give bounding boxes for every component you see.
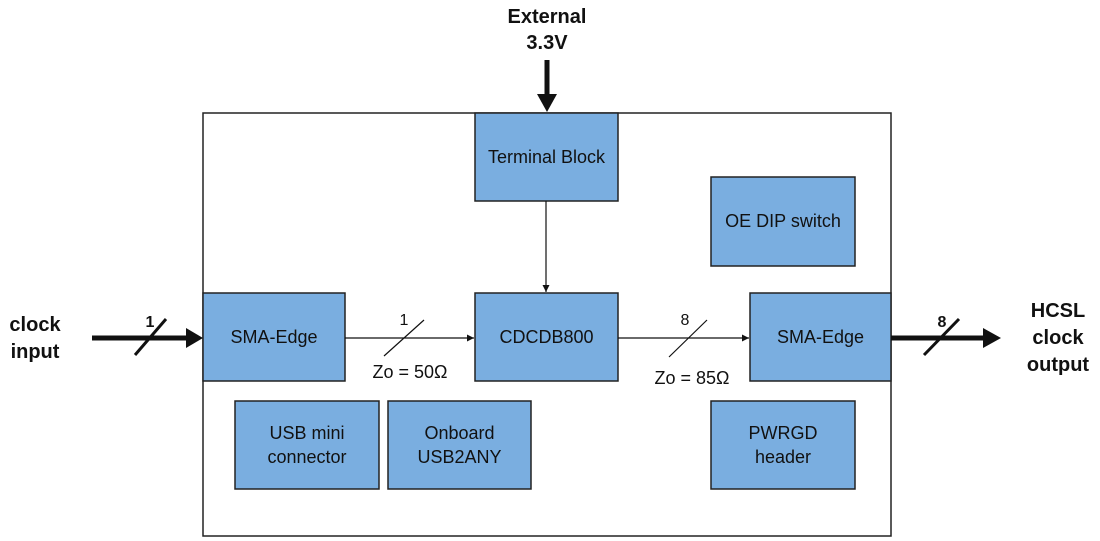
oe-dip-switch-block: OE DIP switch bbox=[710, 176, 856, 267]
power-input-arrow bbox=[537, 60, 557, 112]
onboard-usb2any-block: Onboard USB2ANY bbox=[387, 400, 532, 490]
clock-input-bus-width: 1 bbox=[146, 314, 155, 331]
hcsl-output-label-3: output bbox=[1027, 354, 1090, 376]
input-link-impedance: Zo = 50Ω bbox=[373, 362, 448, 382]
pwrgd-label-2: header bbox=[755, 447, 811, 467]
output-link-arrow bbox=[618, 319, 749, 358]
usb-mini-label-2: connector bbox=[267, 447, 346, 467]
clock-output-bus-width: 8 bbox=[938, 314, 947, 331]
external-power-label: External bbox=[508, 6, 587, 28]
sma-edge-output-block: SMA-Edge bbox=[749, 292, 892, 382]
oe-dip-switch-label: OE DIP switch bbox=[725, 211, 841, 231]
cdcdb800-label: CDCDB800 bbox=[499, 327, 593, 347]
sma-edge-output-label: SMA-Edge bbox=[777, 327, 864, 347]
usb2any-label-1: Onboard bbox=[424, 423, 494, 443]
usb-mini-connector-block: USB mini connector bbox=[234, 400, 380, 490]
sma-edge-input-label: SMA-Edge bbox=[230, 327, 317, 347]
terminal-block: Terminal Block bbox=[474, 112, 619, 202]
external-power-voltage: 3.3V bbox=[526, 32, 568, 54]
input-link-arrow bbox=[345, 319, 474, 357]
clock-output-arrow bbox=[891, 317, 1001, 357]
hcsl-output-label: HCSL bbox=[1031, 300, 1085, 322]
pwrgd-header-block: PWRGD header bbox=[710, 400, 856, 490]
cdcdb800-block: CDCDB800 bbox=[474, 292, 619, 382]
input-link-bus-width: 1 bbox=[400, 312, 409, 329]
pwrgd-label-1: PWRGD bbox=[749, 423, 818, 443]
output-link-bus-width: 8 bbox=[681, 312, 690, 329]
hcsl-output-label-2: clock bbox=[1032, 327, 1084, 349]
usb2any-label-2: USB2ANY bbox=[417, 447, 501, 467]
usb-mini-label-1: USB mini bbox=[269, 423, 344, 443]
sma-edge-input-block: SMA-Edge bbox=[202, 292, 346, 382]
output-link-impedance: Zo = 85Ω bbox=[655, 368, 730, 388]
clock-input-label-2: input bbox=[11, 341, 60, 363]
clock-input-arrow bbox=[92, 318, 203, 356]
clock-input-label: clock bbox=[9, 314, 61, 336]
terminal-block-label: Terminal Block bbox=[488, 147, 606, 167]
